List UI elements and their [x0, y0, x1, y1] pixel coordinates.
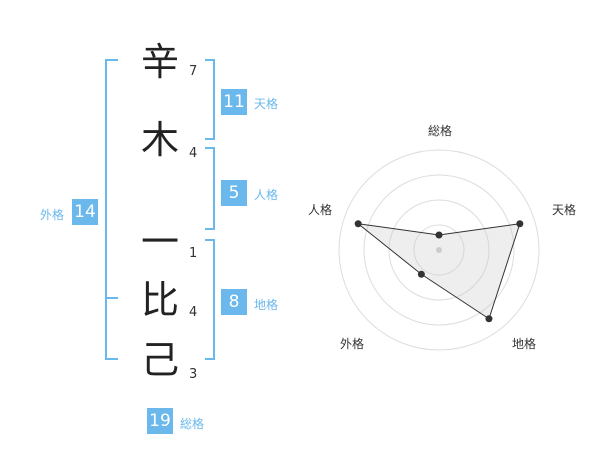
radar-point-1: [435, 231, 443, 239]
chikaku-bracket: [205, 239, 215, 360]
gaikaku-label: 外格: [40, 208, 65, 222]
radar-ring: [338, 149, 540, 351]
name-char-1: 辛: [140, 40, 179, 84]
radar-ring: [413, 224, 465, 276]
radar-label-chikaku: 地格: [512, 337, 537, 351]
radar-center: [436, 247, 442, 253]
stroke-count-1: 7: [189, 64, 198, 79]
name-char-5: 己: [140, 338, 179, 382]
soukaku-value: 19: [147, 408, 173, 434]
radar-label-gaikaku: 外格: [340, 337, 365, 351]
stroke-count-4: 4: [189, 305, 198, 320]
jinkaku-bracket: [205, 147, 215, 230]
gaikaku-value: 14: [72, 199, 98, 225]
tenkaku-value: 11: [221, 89, 247, 115]
gaikaku-bracket: [105, 59, 118, 360]
soukaku-label: 総格: [180, 417, 205, 431]
radar-ring: [388, 199, 490, 301]
stroke-count-5: 3: [189, 367, 198, 382]
stroke-count-2: 4: [189, 146, 198, 161]
name-char-3: 一: [140, 220, 179, 264]
radar-label-tenkaku: 天格: [552, 203, 577, 217]
jinkaku-value: 5: [221, 180, 247, 206]
radar-point-5: [354, 220, 362, 228]
name-char-4: 比: [140, 278, 179, 322]
radar-label-jinkaku: 人格: [308, 203, 333, 217]
stroke-count-3: 1: [189, 246, 198, 261]
radar-point-2: [516, 220, 524, 228]
chikaku-label: 地格: [254, 298, 279, 312]
radar-point-3: [485, 315, 493, 323]
name-char-2: 木: [140, 118, 179, 162]
radar-polygon: [356, 222, 521, 320]
chikaku-value: 8: [221, 289, 247, 315]
jinkaku-label: 人格: [254, 188, 279, 202]
radar-label-soukaku: 総格: [428, 124, 453, 138]
tenkaku-label: 天格: [254, 97, 279, 111]
tenkaku-bracket: [205, 59, 215, 140]
radar-ring: [363, 174, 515, 326]
radar-point-4: [417, 270, 425, 278]
